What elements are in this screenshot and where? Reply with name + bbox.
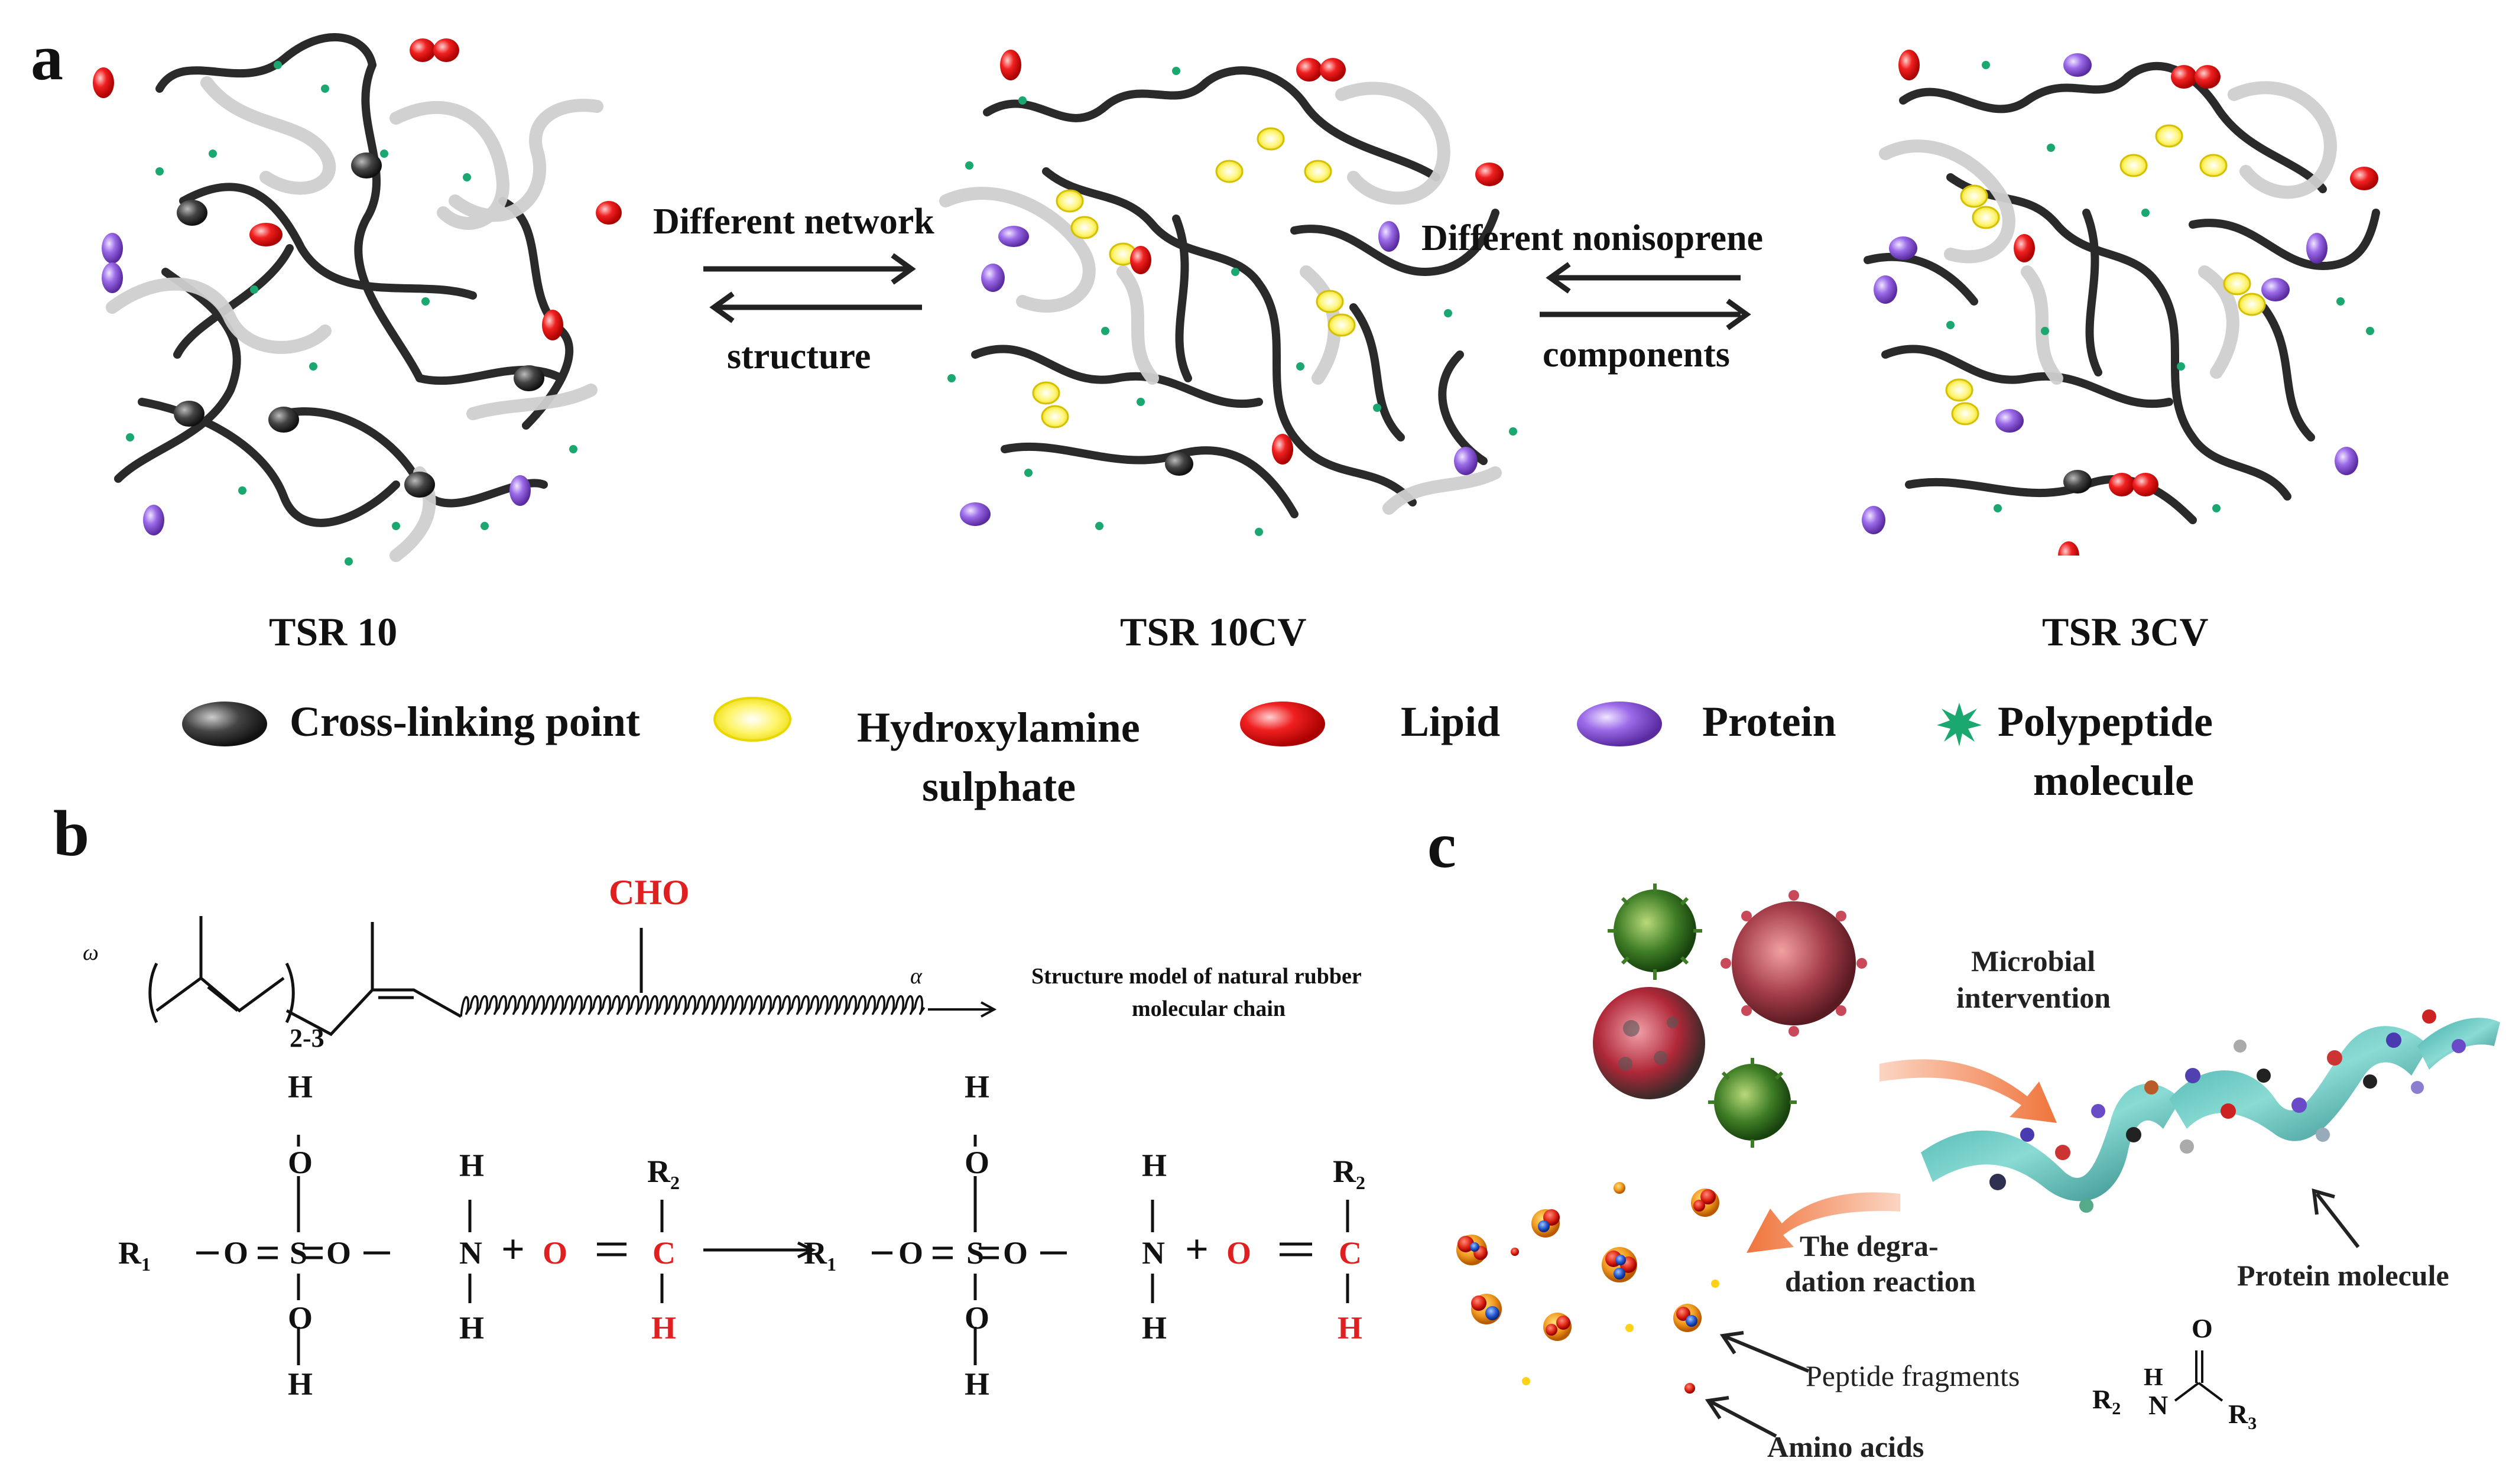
o-right-2: O [1003, 1235, 1028, 1271]
arrow-right-top-label: Different nonisoprene [1421, 218, 1764, 258]
legend-polypeptide-swatch [1937, 703, 1982, 746]
o-left-bottom: O [288, 1300, 313, 1336]
degradation-arrow [1747, 1192, 1900, 1253]
h-right-n-top: H [1142, 1148, 1167, 1183]
amide-r3: R3 [2228, 1399, 2257, 1434]
equilibrium-arrows-left [703, 253, 922, 323]
amide-h: H [2144, 1364, 2163, 1391]
o-right-top: O [965, 1145, 990, 1180]
o-right-1: O [898, 1235, 924, 1271]
legend-polypeptide-line1: Polypeptide [1998, 698, 2213, 745]
legend-hydroxylamine-swatch [713, 697, 791, 742]
legend-lipid-swatch [1240, 702, 1325, 746]
chain-caption-line2: molecular chain [1132, 996, 1286, 1021]
h-left-n-bottom: H [459, 1310, 485, 1346]
arrow-right-bottom-label: components [1543, 335, 1730, 375]
legend-protein-swatch [1577, 702, 1662, 746]
n-right: N [1142, 1235, 1165, 1271]
peptide-fragments [1456, 1182, 1719, 1394]
alpha-symbol: α [910, 964, 922, 989]
network-label-tsr10: TSR 10 [269, 609, 398, 654]
amide-o: O [2192, 1313, 2213, 1343]
n-left: N [459, 1235, 482, 1271]
equilibrium-arrows-right [1540, 262, 1751, 330]
r1-left: R1 [118, 1235, 151, 1275]
legend-cross-linking-label: Cross-linking point [290, 698, 640, 745]
omega-symbol: ω [83, 940, 99, 965]
panel-label-c: c [1427, 809, 1456, 881]
network-label-tsr3cv: TSR 3CV [2042, 609, 2209, 654]
s-right: S [966, 1235, 985, 1271]
peptide-fragments-label: Peptide fragments [1806, 1359, 2020, 1392]
protein-pointer-arrow [2312, 1188, 2360, 1248]
arrow-left-bottom-label: structure [727, 336, 871, 376]
c-right: C [1339, 1235, 1362, 1271]
amide-bonds [2174, 1350, 2223, 1402]
peptide-pointer-arrow [1719, 1331, 1810, 1373]
degradation-label-line1: The degra- [1800, 1229, 1939, 1262]
plus-left: + [501, 1227, 525, 1272]
o-right-carbonyl: O [1226, 1235, 1252, 1271]
network-label-tsr10cv: TSR 10CV [1120, 609, 1307, 654]
o-left-carbonyl: O [543, 1235, 568, 1271]
amide-r2: R2 [2092, 1384, 2121, 1419]
r1-right: R1 [804, 1235, 836, 1275]
h-left-top: H [288, 1069, 313, 1105]
h-left-c: H [651, 1310, 677, 1346]
chain-caption-line1: Structure model of natural rubber [1031, 964, 1362, 989]
microbial-arrow [1880, 1059, 2057, 1123]
protein-molecule-label: Protein molecule [2237, 1259, 2449, 1292]
r2-right: R2 [1333, 1154, 1365, 1193]
panel-label-b: b [53, 797, 90, 869]
legend-hydroxylamine-line1: Hydroxylamine [857, 704, 1140, 751]
network-tsr10cv [939, 50, 1517, 536]
aldehyde-group: CHO [609, 873, 690, 912]
network-tsr10 [93, 33, 622, 566]
polymer-coil [460, 995, 926, 1017]
chain-subscript: 2-3 [290, 1024, 324, 1053]
h-right-top: H [965, 1069, 990, 1105]
h-left-bottom: H [288, 1366, 313, 1402]
microbial-label-line2: intervention [1956, 981, 2111, 1014]
c-left: C [653, 1235, 676, 1271]
plus-right: + [1185, 1227, 1209, 1272]
legend-hydroxylamine-line2: sulphate [922, 763, 1076, 810]
h-right-c: H [1338, 1310, 1363, 1346]
o-left-top: O [288, 1145, 313, 1180]
degradation-label-line2: dation reaction [1785, 1265, 1976, 1298]
o-right-bottom: O [965, 1300, 990, 1336]
amide-n: N [2148, 1390, 2169, 1420]
h-right-bottom: H [965, 1366, 990, 1402]
reaction-bonds [196, 1135, 1349, 1365]
o-left-2: O [326, 1235, 352, 1271]
h-left-n-top: H [459, 1148, 485, 1183]
microbial-label-line1: Microbial [1971, 944, 2096, 978]
amino-pointer-arrow [1705, 1396, 1777, 1438]
microbe-cluster [1593, 884, 1867, 1148]
panel-label-a: a [31, 21, 63, 93]
s-left: S [290, 1235, 308, 1271]
o-left-1: O [223, 1235, 249, 1271]
h-right-n-bottom: H [1142, 1310, 1167, 1346]
legend-protein-label: Protein [1702, 698, 1836, 745]
legend-lipid-label: Lipid [1401, 698, 1501, 745]
protein-helix [1921, 1009, 2500, 1213]
r2-left: R2 [647, 1154, 680, 1193]
amino-acids-label: Amino acids [1767, 1430, 1924, 1463]
legend-cross-linking-swatch [182, 702, 267, 746]
rubber-chain-structure [148, 916, 997, 1037]
network-tsr3cv [1862, 50, 2380, 556]
legend-polypeptide-line2: molecule [2033, 757, 2194, 804]
arrow-left-top-label: Different network [653, 202, 934, 242]
